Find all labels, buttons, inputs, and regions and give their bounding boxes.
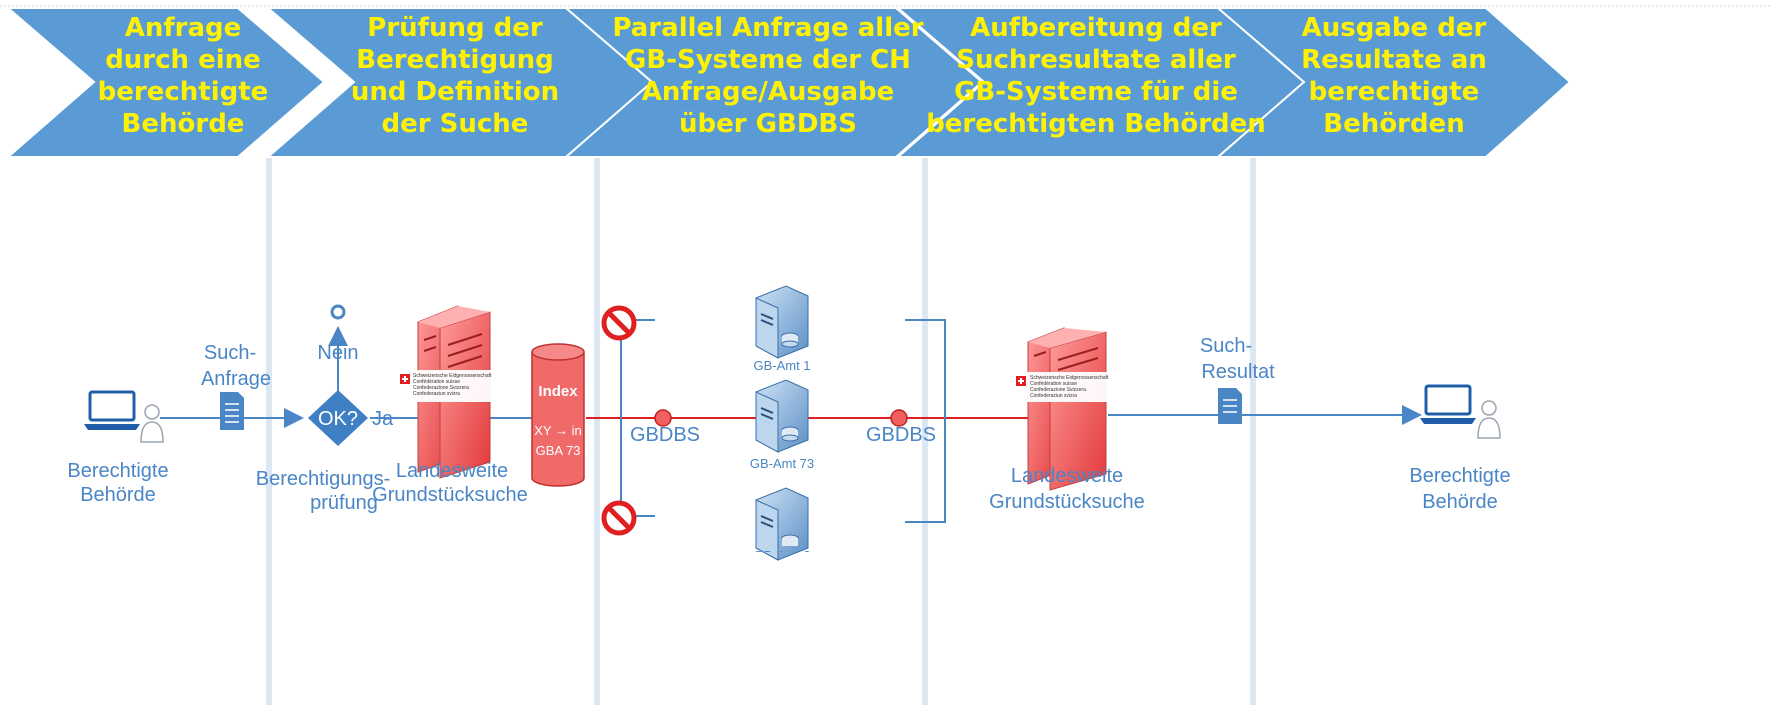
phase-5-line-4: Behörden	[1323, 109, 1464, 139]
logo-2-line-4: Confederaziun svizra	[1030, 393, 1077, 399]
index-title: Index	[538, 383, 578, 400]
gbdbs-label-2: GBDBS	[866, 424, 936, 446]
server-icon-gb-amt-73	[755, 379, 809, 453]
phase-2-line-1: Prüfung der	[367, 13, 543, 43]
svg-text:Such-Anfrage: Such- Anfrage	[201, 342, 271, 390]
phase-5-line-2: Resultate an	[1301, 45, 1487, 75]
logo-1-line-4: Confederaziun svizra	[413, 391, 460, 397]
phase-1-line-2: durch eine	[105, 45, 261, 75]
left-actor-line-2: Behörde	[80, 484, 156, 506]
phase-chevron-5	[1215, 7, 1572, 158]
phase-4-line-1: Aufbereitung der	[970, 13, 1222, 43]
laptop-user-icon-right	[1420, 384, 1501, 439]
gb-amt-1-label: GB-Amt 1	[753, 358, 810, 373]
right-actor-line-1: Berechtigte	[1409, 465, 1510, 487]
gbdbs-label-1: GBDBS	[630, 424, 700, 446]
svg-text:Schweizerische Eidgenossenscha: Schweizerische EidgenossenschaftConfédér…	[413, 373, 492, 397]
phase-5-line-1: Ausgabe der	[1302, 13, 1487, 43]
phase-1-line-3: berechtigte	[98, 77, 269, 107]
decision-diamond	[308, 390, 368, 446]
gb-amt-73-label: GB-Amt 73	[750, 456, 814, 471]
logo-1-line-1: Schweizerische Eidgenossenschaft	[413, 373, 492, 379]
phase-3-line-1: Parallel Anfrage aller	[612, 13, 923, 43]
gb-amt-partial-label: GB-Amt 2	[753, 548, 810, 563]
server-icon-gb-amt-1	[755, 285, 809, 359]
phase-chevron-1	[5, 7, 326, 158]
landesweite-2-line-2: Grundstücksuche	[989, 491, 1145, 513]
logo-1-line-2: Confédération suisse	[413, 379, 460, 385]
phase-4-line-4: berechtigten Behörden	[926, 109, 1266, 139]
phase-4-line-3: GB-Systeme für die	[954, 77, 1238, 107]
nein-label: Nein	[317, 342, 358, 364]
phase-2-line-3: und Definition	[351, 77, 559, 107]
phase-chevrons	[5, 7, 1572, 158]
end-terminator-icon	[330, 304, 346, 320]
phase-5-line-3: berechtigte	[1309, 77, 1480, 107]
blocked-icon-top	[601, 305, 637, 341]
phase-3-line-4: über GBDBS	[679, 109, 857, 139]
svg-text:Schweizerische Eidgenossenscha: Schweizerische EidgenossenschaftConfédér…	[1030, 375, 1109, 399]
ja-label: Ja	[372, 408, 394, 430]
connection-dot-2	[890, 409, 908, 427]
such-anfrage-line-1: Such-	[204, 342, 256, 364]
red-server-cluster-icon-1	[400, 305, 494, 479]
landesweite-1-line-1: Landesweite	[396, 460, 508, 482]
landesweite-2-line-1: Landesweite	[1011, 465, 1123, 487]
phase-1-line-1: Anfrage	[125, 13, 242, 43]
server-icon-gb-amt-partial	[755, 487, 809, 561]
such-resultat-line-1: Such-	[1200, 335, 1252, 357]
logo-1-line-3: Confederazione Svizzera	[413, 385, 469, 391]
such-anfrage-line-2: Anfrage	[201, 368, 271, 390]
svg-text:Berechtigungs-prüfung: Berechtigungs-prüfung	[256, 468, 391, 514]
red-server-cluster-icon-2	[1016, 327, 1118, 491]
flow-lines	[160, 318, 1422, 523]
phase-4-line-2: Suchresultate aller	[956, 45, 1236, 75]
phase-3-line-2: GB-Systeme der CH	[625, 45, 911, 75]
right-actor-line-2: Behörde	[1422, 491, 1498, 513]
connection-dot-1	[654, 409, 672, 427]
document-icon-result	[1218, 388, 1242, 424]
decision-label: OK?	[318, 408, 358, 430]
logo-2-line-2: Confédération suisse	[1030, 381, 1077, 387]
landesweite-1-line-2: Grundstücksuche	[372, 484, 528, 506]
index-body-line-2: GBA 73	[536, 443, 581, 458]
such-resultat-line-2: Resultat	[1201, 361, 1275, 383]
phase-chevron-3	[563, 7, 984, 158]
phase-separators	[266, 158, 1256, 705]
index-body-line-1: XY → in	[534, 423, 581, 438]
logo-2-line-3: Confederazione Svizzera	[1030, 387, 1086, 393]
blocked-icon-bottom	[601, 500, 637, 536]
phase-3-line-3: Anfrage/Ausgabe	[642, 77, 895, 107]
index-database-cylinder	[531, 343, 585, 487]
berechtigungs-line-2: prüfung	[310, 492, 378, 514]
document-icon-request	[220, 392, 244, 430]
phase-2-line-4: der Suche	[382, 109, 529, 139]
phase-2-line-2: Berechtigung	[356, 45, 553, 75]
laptop-user-icon-left	[84, 390, 164, 443]
svg-text:Such-Resultat: Such- Resultat	[1200, 335, 1275, 383]
logo-2-line-1: Schweizerische Eidgenossenschaft	[1030, 375, 1109, 381]
left-actor-line-1: Berechtigte	[67, 460, 168, 482]
phase-1-line-4: Behörde	[122, 109, 245, 139]
berechtigungs-line-1: Berechtigungs-	[256, 468, 391, 490]
